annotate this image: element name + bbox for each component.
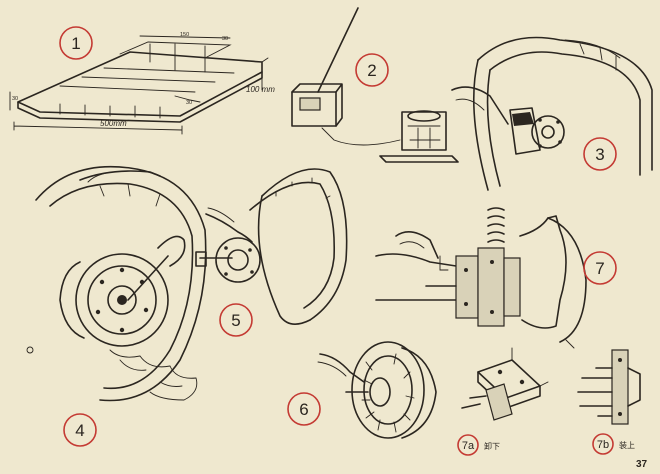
ramp-end-height-label: 30 (12, 96, 18, 102)
wheel-spanner-drawing-4 (26, 165, 207, 402)
ramp-length-label: 500mm (100, 119, 127, 128)
ramp-step-label: 30 (186, 100, 192, 106)
ramp-top-width-label: 150 (180, 32, 189, 38)
callout-5: 5 (219, 303, 253, 337)
callout-6-number: 6 (299, 400, 308, 419)
callout-7a: 7a 卸下 (457, 434, 500, 456)
ramp-drawing (9, 35, 269, 135)
hub-refitted-drawing-7b (577, 349, 641, 425)
grease-pump-drawing (291, 7, 459, 163)
callout-7-number: 7 (595, 259, 604, 278)
callout-7a-caption: 卸下 (484, 441, 500, 451)
callout-3: 3 (583, 137, 617, 171)
axle-assembly-drawing-7 (375, 207, 587, 349)
callout-6: 6 (287, 392, 321, 426)
page-number: 37 (636, 459, 648, 470)
callout-7b-number: 7b (597, 439, 609, 451)
callout-7b-caption: 装上 (619, 440, 635, 450)
callout-5-number: 5 (231, 311, 240, 330)
callout-2: 2 (355, 53, 389, 87)
callout-7a-number: 7a (462, 440, 475, 452)
callout-7b: 7b 装上 (592, 433, 635, 455)
hub-removal-drawing-5 (195, 168, 348, 325)
brake-drum-drawing-6 (317, 341, 437, 439)
hub-removed-drawing-7a (461, 347, 549, 421)
callout-1: 1 (59, 26, 93, 60)
callout-4-number: 4 (75, 421, 84, 440)
callout-2-number: 2 (367, 61, 376, 80)
ramp-height-label: 100 mm (246, 85, 275, 94)
callout-7: 7 (583, 251, 617, 285)
callout-1-number: 1 (71, 34, 80, 53)
ramp-top-a-label: 30 (222, 36, 228, 42)
callout-3-number: 3 (595, 145, 604, 164)
hub-tire-drawing-3 (451, 36, 653, 191)
callout-4: 4 (63, 413, 97, 447)
